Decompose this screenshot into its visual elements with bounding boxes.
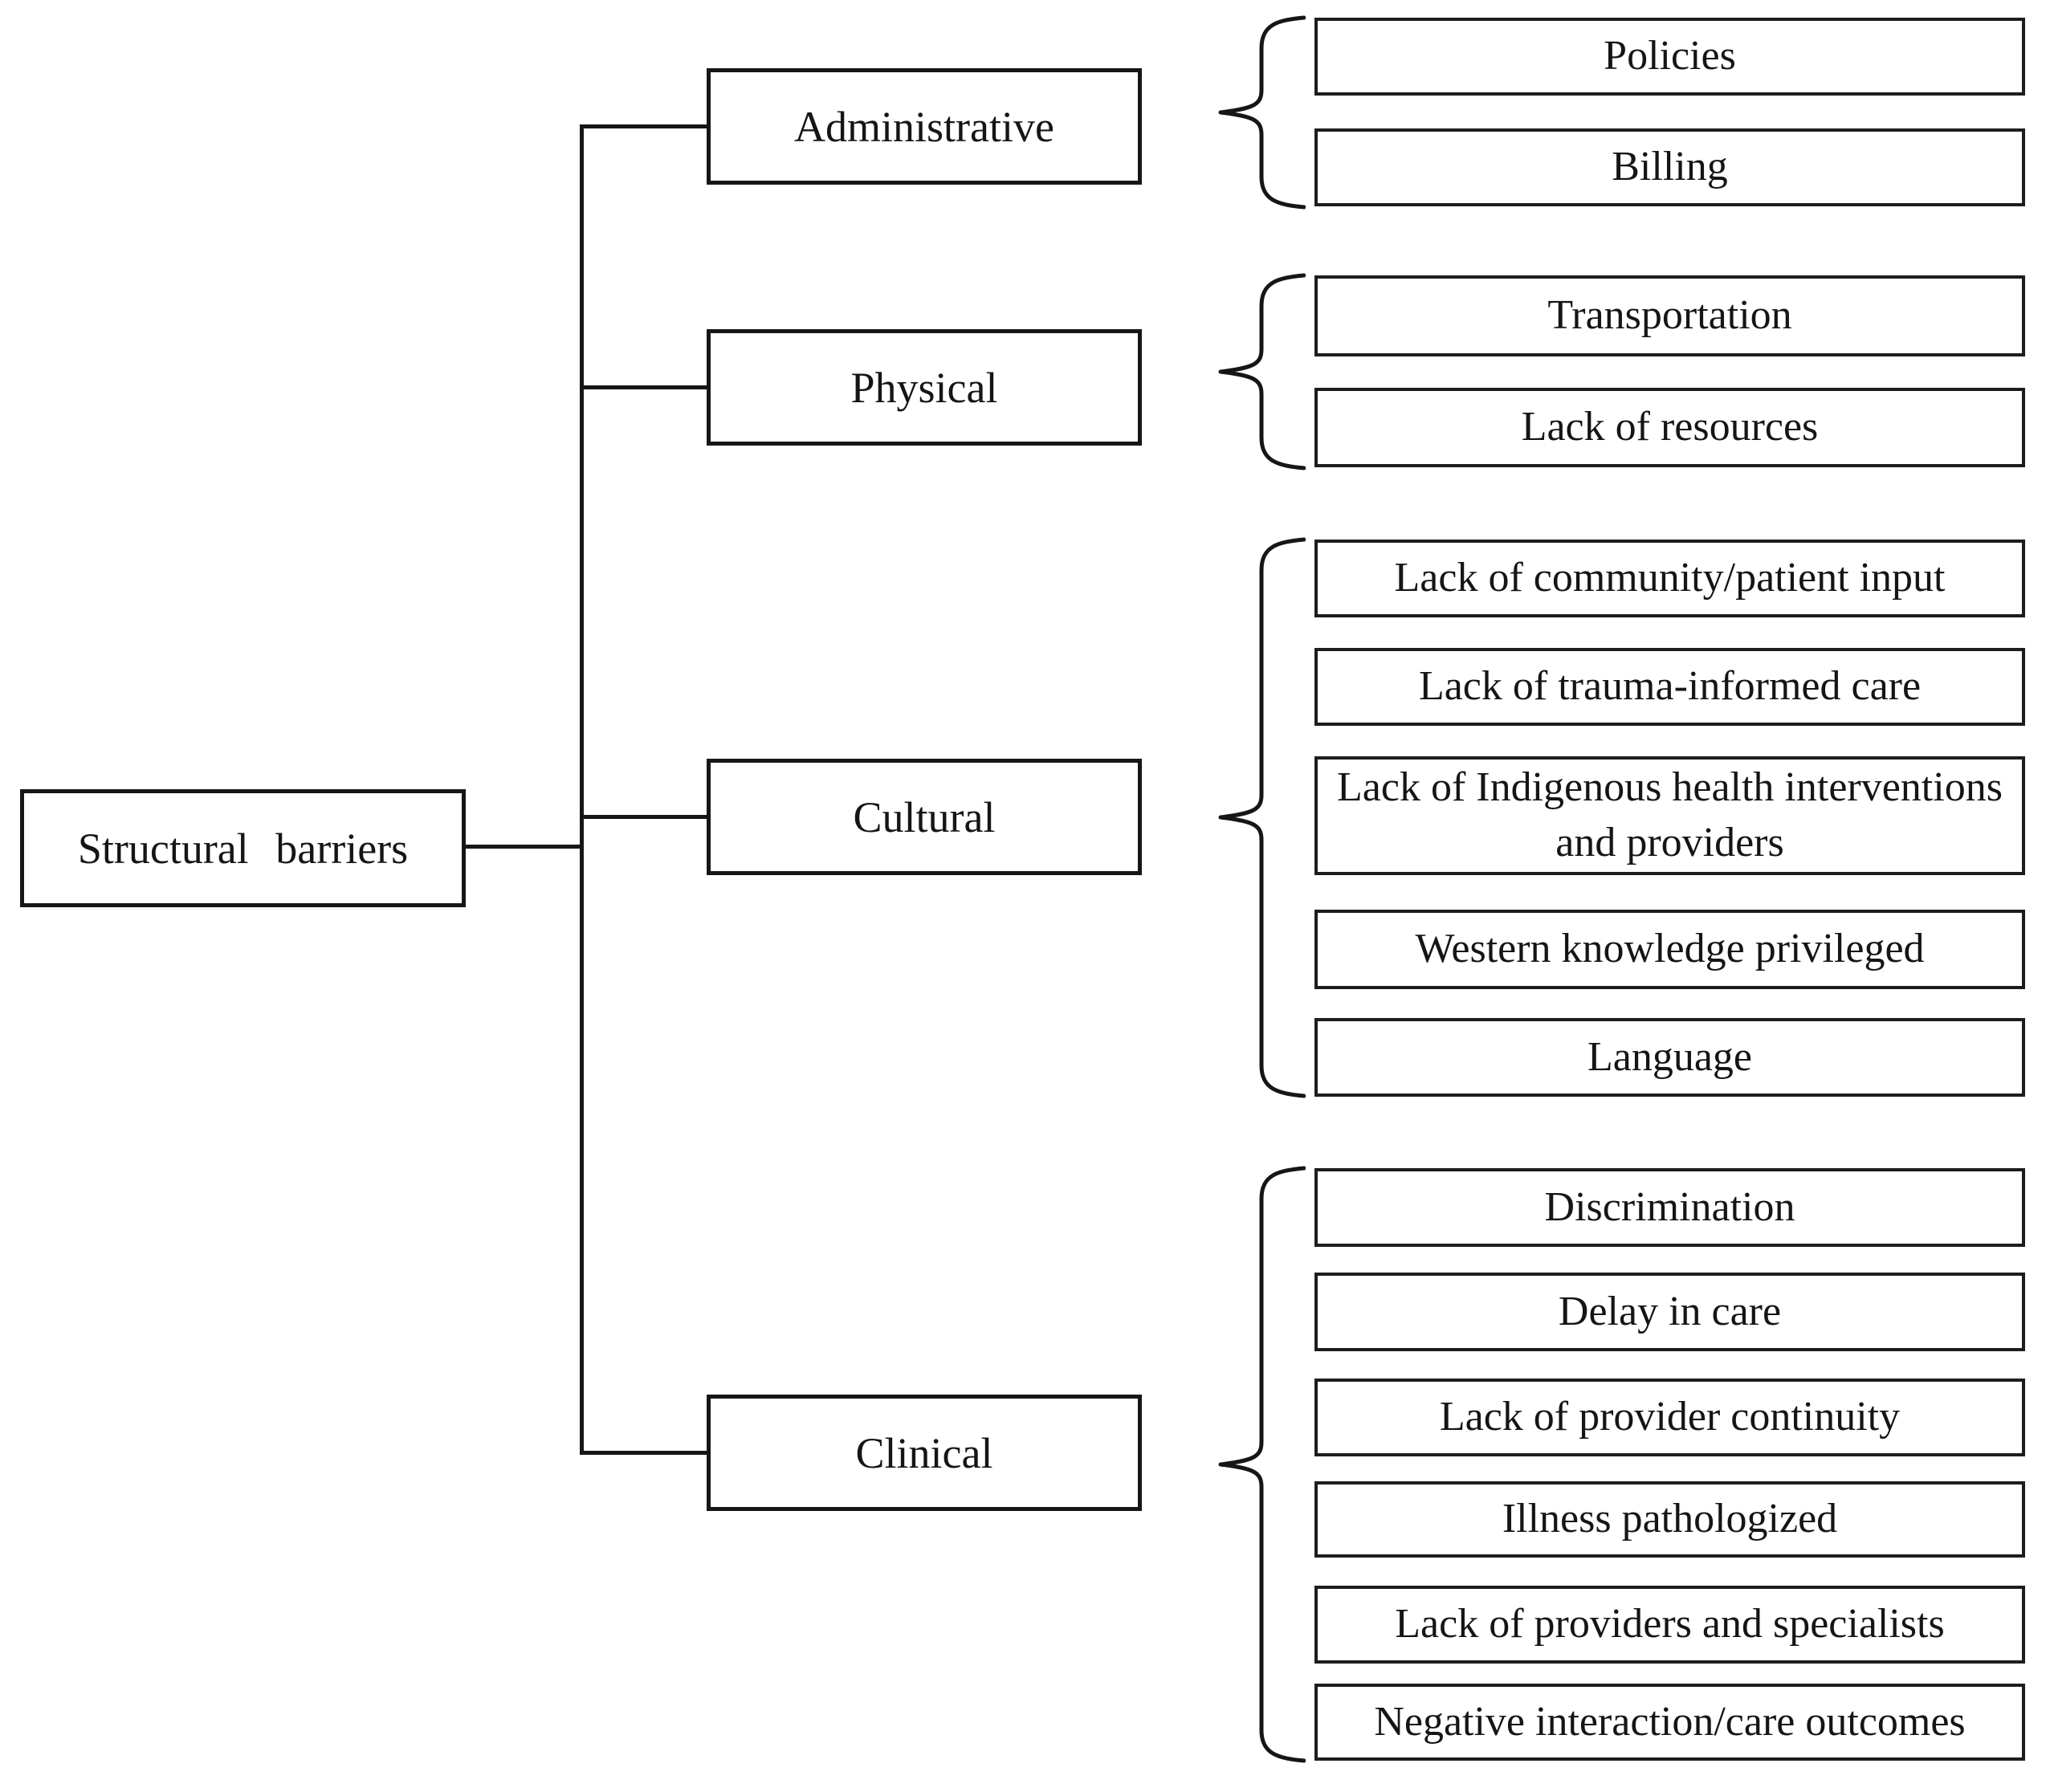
category-box-cultural: Cultural [707,759,1142,875]
leaf-box-lack-of-trauma-informed-care: Lack of trauma-informed care [1314,648,2025,726]
leaf-box-illness-pathologized: Illness pathologized [1314,1481,2025,1558]
category-box-administrative: Administrative [707,68,1142,185]
leaf-label-lack-of-community-patient-input: Lack of community/patient input [1394,555,1946,601]
leaf-label-transportation: Transportation [1547,292,1792,339]
leaf-box-discrimination: Discrimination [1314,1168,2025,1247]
leaf-label-billing: Billing [1612,144,1728,190]
connector-branch-clinical [580,1451,707,1455]
leaf-label-negative-interaction-care-outcomes: Negative interaction/care outcomes [1374,1698,1966,1745]
leaf-box-lack-of-provider-continuity: Lack of provider continuity [1314,1379,2025,1456]
curly-brace-cultural [1218,537,1306,1098]
leaf-label-policies: Policies [1604,33,1736,79]
leaf-label-lack-of-indigenous-health-interventions: Lack of Indigenous health interventions … [1337,764,2003,865]
leaf-label-illness-pathologized: Illness pathologized [1502,1496,1838,1542]
connector-branch-administrative [580,124,707,128]
leaf-box-delay-in-care: Delay in care [1314,1273,2025,1351]
leaf-label-lack-of-trauma-informed-care: Lack of trauma-informed care [1418,663,1922,710]
leaf-label-western-knowledge-privileged: Western knowledge privileged [1415,926,1925,972]
leaf-label-delay-in-care: Delay in care [1558,1288,1782,1334]
leaf-box-language: Language [1314,1018,2025,1097]
leaf-box-billing: Billing [1314,128,2025,206]
curly-brace-clinical [1218,1166,1306,1763]
connector-root-to-trunk [464,845,582,849]
leaf-label-lack-of-provider-continuity: Lack of provider continuity [1439,1394,1901,1440]
leaf-label-language: Language [1587,1033,1752,1080]
leaf-box-western-knowledge-privileged: Western knowledge privileged [1314,910,2025,989]
category-box-physical: Physical [707,329,1142,446]
curly-brace-physical [1218,273,1306,470]
leaf-box-lack-of-indigenous-health-interventions: Lack of Indigenous health interventions … [1314,756,2025,875]
curly-brace-administrative [1218,15,1306,210]
leaf-box-negative-interaction-care-outcomes: Negative interaction/care outcomes [1314,1684,2025,1761]
category-label-administrative: Administrative [794,102,1054,151]
leaf-label-lack-of-resources: Lack of resources [1521,404,1819,450]
leaf-box-lack-of-community-patient-input: Lack of community/patient input [1314,540,2025,617]
leaf-box-lack-of-providers-and-specialists: Lack of providers and specialists [1314,1586,2025,1664]
leaf-box-policies: Policies [1314,18,2025,96]
leaf-label-discrimination: Discrimination [1544,1183,1795,1230]
root-box-structural-barriers: Structural barriers [20,789,466,907]
connector-branch-cultural [580,815,707,819]
root-label: Structural barriers [77,824,409,873]
category-label-clinical: Clinical [855,1428,993,1477]
leaf-label-lack-of-providers-and-specialists: Lack of providers and specialists [1395,1601,1945,1647]
leaf-box-lack-of-resources: Lack of resources [1314,388,2025,467]
connector-branch-physical [580,385,707,389]
connector-trunk-line [580,124,584,1455]
leaf-box-transportation: Transportation [1314,275,2025,356]
category-label-cultural: Cultural [853,792,996,841]
category-label-physical: Physical [850,363,998,412]
category-box-clinical: Clinical [707,1395,1142,1511]
